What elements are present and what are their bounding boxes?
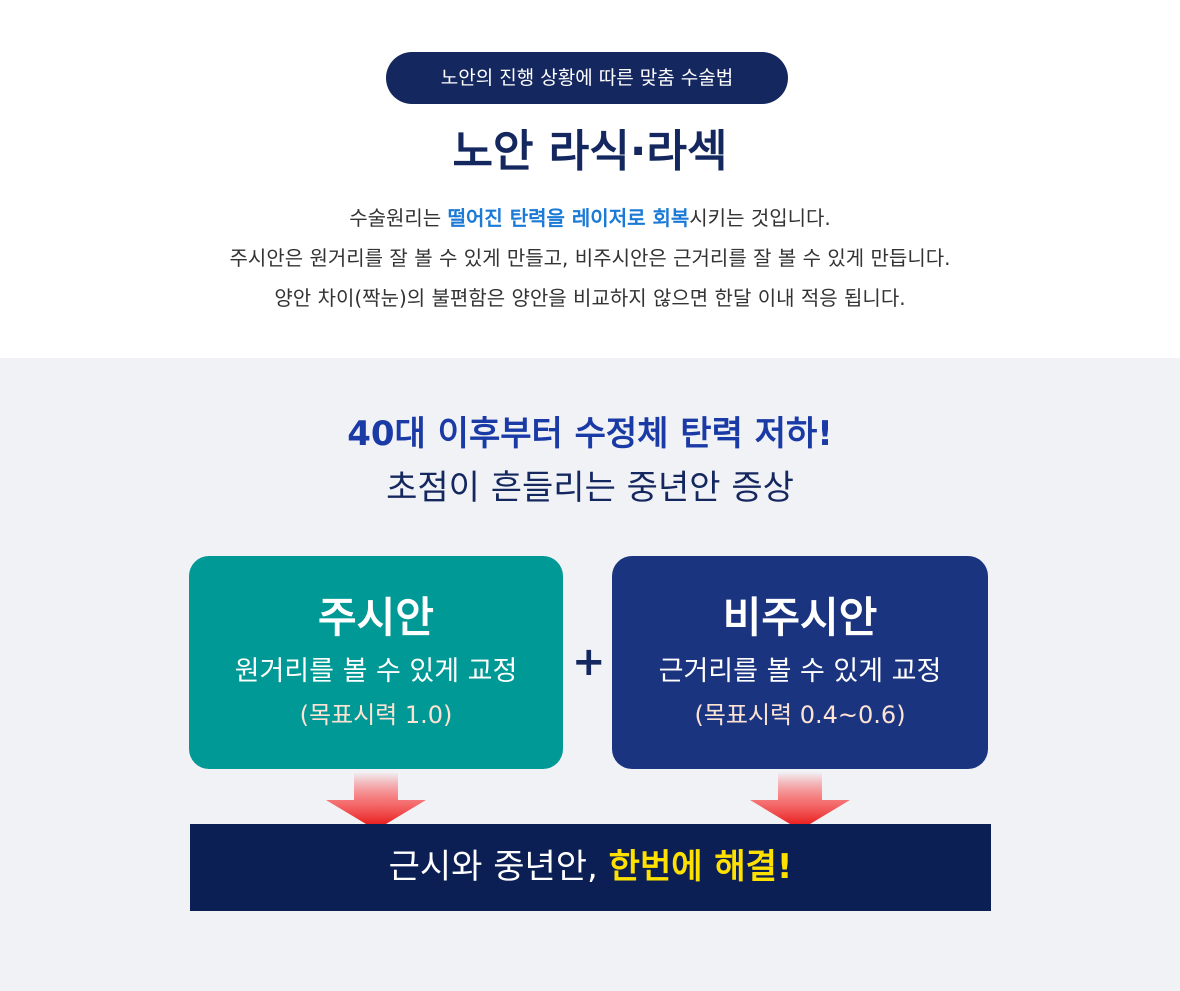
description-line-2: 주시안은 원거리를 잘 볼 수 있게 만들고, 비주시안은 근거리를 잘 볼 수… bbox=[229, 246, 951, 270]
down-arrow-icon bbox=[326, 772, 426, 830]
symptom-headline: 40대 이후부터 수정체 탄력 저하! bbox=[347, 414, 833, 454]
banner-text: 근시와 중년안, bbox=[388, 847, 609, 887]
down-arrow-icon bbox=[750, 772, 850, 830]
description: 수술원리는 떨어진 탄력을 레이저로 회복시키는 것입니다. 주시안은 원거리를… bbox=[0, 198, 1180, 318]
page-title: 노안 라식·라섹 bbox=[452, 126, 728, 177]
non-dominant-eye-subtitle: 근거리를 볼 수 있게 교정 bbox=[658, 656, 942, 687]
dominant-eye-target: (목표시력 1.0) bbox=[299, 701, 453, 729]
plus-sign: + bbox=[572, 639, 606, 685]
dominant-eye-subtitle: 원거리를 볼 수 있게 교정 bbox=[234, 656, 518, 687]
description-line-1-pre: 수술원리는 bbox=[349, 206, 448, 230]
banner-highlight: 한번에 해결! bbox=[608, 847, 793, 887]
dominant-eye-card: 주시안 원거리를 볼 수 있게 교정 (목표시력 1.0) bbox=[189, 556, 563, 769]
non-dominant-eye-title: 비주시안 bbox=[722, 593, 878, 642]
description-line-1: 수술원리는 떨어진 탄력을 레이저로 회복시키는 것입니다. bbox=[0, 198, 1180, 238]
surgery-tagline-pill: 노안의 진행 상황에 따른 맞춤 수술법 bbox=[386, 52, 788, 104]
symptom-subheadline: 초점이 흔들리는 중년안 증상 bbox=[386, 468, 794, 508]
description-highlight: 떨어진 탄력을 레이저로 회복 bbox=[447, 206, 690, 230]
non-dominant-eye-target: (목표시력 0.4~0.6) bbox=[694, 701, 906, 729]
description-line-3: 양안 차이(짝눈)의 불편함은 양안을 비교하지 않으면 한달 이내 적응 됩니… bbox=[274, 286, 906, 310]
description-line-1-post: 시키는 것입니다. bbox=[689, 206, 831, 230]
solution-banner: 근시와 중년안, 한번에 해결! bbox=[190, 824, 991, 911]
non-dominant-eye-card: 비주시안 근거리를 볼 수 있게 교정 (목표시력 0.4~0.6) bbox=[612, 556, 988, 769]
dominant-eye-title: 주시안 bbox=[318, 593, 434, 642]
intro-section: 노안의 진행 상황에 따른 맞춤 수술법 노안 라식·라섹 수술원리는 떨어진 … bbox=[0, 0, 1180, 358]
